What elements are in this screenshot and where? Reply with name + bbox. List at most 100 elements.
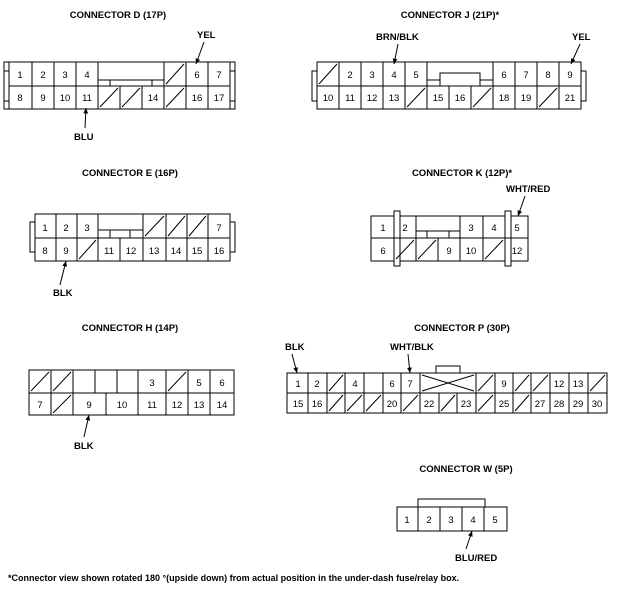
pin-label: 15 <box>293 399 304 410</box>
pin-label: 12 <box>126 246 137 257</box>
connector-p-title: CONNECTOR P (30P) <box>414 323 510 334</box>
pin-label: 17 <box>214 93 225 104</box>
pin-label: 11 <box>147 400 157 411</box>
pin-label: 29 <box>573 399 584 410</box>
pin-label: 7 <box>216 70 221 81</box>
pin-label: 12 <box>367 93 378 104</box>
connector-e: CONNECTOR E (16P) 1 2 3 7 8 9 11 <box>29 168 236 299</box>
wire-label: WHT/BLK <box>390 342 434 353</box>
connector-k: CONNECTOR K (12P)* 1 2 3 4 5 6 9 10 12 W… <box>370 168 550 267</box>
pin-label: 4 <box>352 379 357 390</box>
pin-label: 16 <box>214 246 225 257</box>
pin-label: 3 <box>468 223 473 234</box>
pin-label: 8 <box>17 93 22 104</box>
pin-label: 10 <box>466 246 477 257</box>
wire-label: BLU/RED <box>455 553 497 564</box>
pin-label: 10 <box>117 400 128 411</box>
pin-label: 3 <box>369 70 374 81</box>
connector-w: CONNECTOR W (5P) 1 2 3 4 5 BLU/RED <box>396 464 513 564</box>
pin-label: 3 <box>149 378 154 389</box>
pin-label: 9 <box>446 246 451 257</box>
pin-label: 2 <box>314 379 319 390</box>
pin-label: 21 <box>565 93 576 104</box>
pin-label: 9 <box>40 93 45 104</box>
pin-label: 13 <box>573 379 584 390</box>
pin-label: 7 <box>216 223 221 234</box>
pin-label: 8 <box>545 70 550 81</box>
pin-label: 10 <box>60 93 71 104</box>
pin-label: 3 <box>62 70 67 81</box>
pin-label: 25 <box>499 399 510 410</box>
pin-label: 5 <box>196 378 201 389</box>
pin-label: 9 <box>567 70 572 81</box>
pin-label: 28 <box>554 399 565 410</box>
connector-e-title: CONNECTOR E (16P) <box>82 168 178 179</box>
pin-label: 18 <box>499 93 510 104</box>
pin-label: 30 <box>592 399 603 410</box>
pin-label: 13 <box>149 246 160 257</box>
pin-label: 6 <box>501 70 506 81</box>
pin-label: 5 <box>492 515 497 526</box>
pin-label: 7 <box>407 379 412 390</box>
pin-label: 10 <box>323 93 334 104</box>
pin-label: 15 <box>192 246 203 257</box>
pin-label: 9 <box>63 246 68 257</box>
pin-label: 1 <box>380 223 385 234</box>
pin-label: 5 <box>413 70 418 81</box>
pin-label: 9 <box>86 400 91 411</box>
pin-label: 1 <box>404 515 409 526</box>
pin-label: 3 <box>448 515 453 526</box>
connector-h: CONNECTOR H (14P) 3 5 6 7 9 10 11 12 13 … <box>28 323 235 452</box>
connector-d: CONNECTOR D (17P) 1 2 3 4 6 <box>3 10 236 143</box>
pin-label: 16 <box>455 93 466 104</box>
pin-label: 12 <box>172 400 183 411</box>
pin-label: 22 <box>424 399 435 410</box>
pin-label: 4 <box>84 70 89 81</box>
wire-label: BLK <box>53 288 73 299</box>
wire-label: WHT/RED <box>506 184 550 195</box>
pin-label: 1 <box>295 379 300 390</box>
pin-label: 13 <box>194 400 205 411</box>
pin-label: 11 <box>345 93 355 104</box>
footnote: *Connector view shown rotated 180 °(upsi… <box>8 573 459 583</box>
pin-label: 15 <box>433 93 444 104</box>
pin-label: 1 <box>42 223 47 234</box>
pin-label: 1 <box>17 70 22 81</box>
pin-label: 4 <box>470 515 475 526</box>
pin-label: 20 <box>387 399 398 410</box>
pin-label: 14 <box>217 400 228 411</box>
connector-k-title: CONNECTOR K (12P)* <box>412 168 512 179</box>
wire-label: YEL <box>197 30 216 41</box>
connector-j: CONNECTOR J (21P)* 2 3 <box>311 10 591 110</box>
connector-h-title: CONNECTOR H (14P) <box>82 323 178 334</box>
pin-label: 14 <box>171 246 182 257</box>
wire-label: BRN/BLK <box>376 32 419 43</box>
pin-label: 6 <box>219 378 224 389</box>
pin-label: 27 <box>535 399 546 410</box>
connector-d-title: CONNECTOR D (17P) <box>70 10 166 21</box>
pin-label: 14 <box>148 93 159 104</box>
wire-label: BLK <box>74 441 94 452</box>
connector-p: CONNECTOR P (30P) <box>285 323 608 414</box>
wire-label: BLK <box>285 342 305 353</box>
pin-label: 11 <box>82 93 92 104</box>
pin-label: 2 <box>63 223 68 234</box>
pin-label: 11 <box>104 246 114 257</box>
connector-w-title: CONNECTOR W (5P) <box>419 464 512 475</box>
pin-label: 9 <box>501 379 506 390</box>
pin-label: 12 <box>512 246 523 257</box>
pin-label: 2 <box>426 515 431 526</box>
pin-label: 7 <box>523 70 528 81</box>
pin-label: 2 <box>347 70 352 81</box>
pin-label: 4 <box>391 70 396 81</box>
wire-label: BLU <box>74 132 94 143</box>
pin-label: 4 <box>491 223 496 234</box>
connector-j-title: CONNECTOR J (21P)* <box>401 10 500 21</box>
pin-label: 2 <box>402 223 407 234</box>
pin-label: 16 <box>192 93 203 104</box>
pin-label: 23 <box>461 399 472 410</box>
pin-label: 6 <box>380 246 385 257</box>
pin-label: 2 <box>40 70 45 81</box>
pin-label: 13 <box>389 93 400 104</box>
